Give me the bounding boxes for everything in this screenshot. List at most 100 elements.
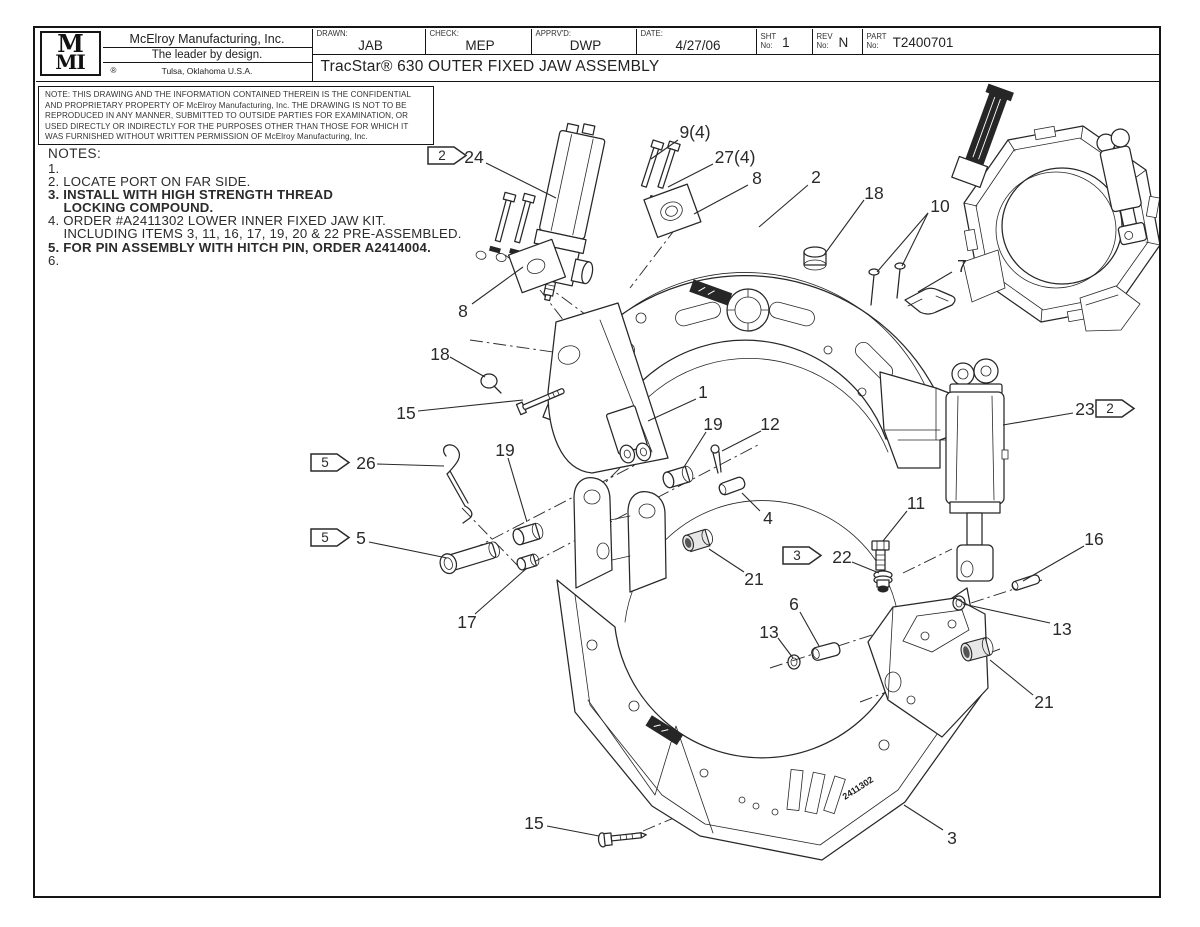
leader-line bbox=[546, 825, 600, 837]
callout-label: 7 bbox=[957, 256, 967, 276]
leader-line bbox=[851, 561, 880, 574]
callout-label: 21 bbox=[1034, 692, 1053, 712]
leader-line bbox=[901, 212, 929, 267]
note-flag bbox=[427, 146, 468, 165]
notes-heading: NOTES: bbox=[48, 146, 102, 161]
logo-letter-bottom: MI bbox=[55, 50, 85, 74]
callout-label: 15 bbox=[396, 403, 415, 423]
leader-line bbox=[1022, 545, 1085, 582]
confidentiality-note: NOTE: THIS DRAWING AND THE INFORMATION C… bbox=[38, 86, 434, 145]
notes-block: NOTES: 1.2. LOCATE PORT ON FAR SIDE.3. I… bbox=[48, 146, 462, 267]
pin-6 bbox=[811, 642, 841, 661]
note-flag bbox=[782, 546, 823, 565]
note-line: 5. FOR PIN ASSEMBLY WITH HITCH PIN, ORDE… bbox=[48, 239, 431, 255]
callout-label: 27(4) bbox=[715, 147, 756, 167]
screw-15-bottom bbox=[597, 832, 647, 848]
pivot-block-8-right bbox=[643, 183, 702, 239]
leader-line bbox=[903, 804, 944, 831]
callout-label: 11 bbox=[907, 493, 925, 513]
leader-line bbox=[777, 637, 794, 659]
leader-line bbox=[882, 510, 908, 542]
leader-line bbox=[758, 184, 809, 228]
pin-16 bbox=[1011, 574, 1041, 591]
pin-15-top bbox=[515, 388, 565, 416]
installed-cylinder-dark bbox=[951, 83, 1014, 189]
callout-label: 4 bbox=[763, 508, 773, 528]
hitch-pin-26 bbox=[443, 444, 473, 524]
logo-letter-top: M bbox=[57, 29, 84, 58]
field-apprvd: APPRV'D:DWP bbox=[532, 28, 637, 54]
clamp-plate-7 bbox=[904, 287, 956, 315]
clevis-link-1 bbox=[605, 405, 652, 464]
company-cell: McElroy Manufacturing, Inc. The leader b… bbox=[102, 28, 313, 82]
field-check: CHECK:MEP bbox=[426, 28, 532, 54]
callout-label: 12 bbox=[760, 414, 779, 434]
bolts-9 bbox=[640, 139, 681, 189]
callout-label: 16 bbox=[1084, 529, 1103, 549]
leader-line bbox=[962, 603, 1051, 624]
o-ring-13-right bbox=[952, 595, 966, 611]
callout-label: 17 bbox=[457, 612, 476, 632]
leader-line bbox=[507, 457, 528, 523]
mcelroy-logo: M MI bbox=[39, 29, 101, 76]
leader-line bbox=[721, 430, 762, 452]
brand-band-upper bbox=[689, 279, 733, 306]
bushing-19-b bbox=[512, 522, 544, 546]
brand-band-lower bbox=[645, 715, 684, 746]
note-flag bbox=[1095, 399, 1136, 418]
leader-line bbox=[693, 184, 749, 215]
note-line: 3. INSTALL WITH HIGH STRENGTH THREAD bbox=[48, 187, 334, 203]
leader-line bbox=[368, 541, 448, 559]
callout-label: 13 bbox=[759, 622, 778, 642]
callout-label: 15 bbox=[524, 813, 543, 833]
callout-label: 1 bbox=[698, 382, 708, 402]
callout-label: 18 bbox=[864, 183, 883, 203]
note-line: 4. ORDER #A2411302 LOWER INNER FIXED JAW… bbox=[48, 213, 387, 229]
callout-label: 19 bbox=[703, 414, 722, 434]
field-date: DATE:4/27/06 bbox=[637, 28, 757, 54]
clevis-pin-5 bbox=[439, 541, 500, 575]
drawing-title: TracStar® 630 OUTER FIXED JAW ASSEMBLY bbox=[320, 58, 660, 75]
company-location: Tulsa, Oklahoma U.S.A. bbox=[161, 65, 253, 76]
note-line: INCLUDING ITEMS 3, 11, 16, 17, 19, 20 & … bbox=[48, 226, 462, 242]
bolt-18-left bbox=[480, 373, 502, 394]
callout-label: 24 bbox=[464, 147, 484, 167]
note-line: LOCKING COMPOUND. bbox=[48, 200, 214, 216]
callout-label: 26 bbox=[356, 453, 375, 473]
bushing-21-left bbox=[682, 528, 713, 553]
callout-label: 18 bbox=[430, 344, 449, 364]
leader-line bbox=[667, 163, 714, 188]
leader-line bbox=[485, 162, 557, 199]
leader-line bbox=[647, 398, 697, 422]
callout-label: 6 bbox=[789, 594, 799, 614]
bushing-17 bbox=[516, 553, 540, 571]
callout-label: 3 bbox=[947, 828, 957, 848]
note-flag-number: 5 bbox=[321, 530, 329, 545]
leader-line bbox=[741, 492, 761, 512]
leader-line bbox=[799, 611, 820, 647]
company-location-row: ® Tulsa, Oklahoma U.S.A. bbox=[103, 63, 312, 80]
assembled-jaw-ring-view bbox=[951, 83, 1161, 332]
company-tagline: The leader by design. bbox=[102, 48, 312, 63]
callout-label: 8 bbox=[752, 168, 762, 188]
note-flag-number: 2 bbox=[1106, 401, 1114, 416]
leader-line bbox=[708, 548, 745, 573]
leader-line bbox=[823, 199, 865, 256]
note-flag-number: 3 bbox=[793, 548, 801, 563]
leader-line bbox=[417, 399, 524, 412]
leader-line bbox=[471, 266, 524, 305]
leader-lines bbox=[368, 139, 1085, 837]
leader-line bbox=[876, 212, 929, 273]
bolts-near-24 bbox=[475, 191, 536, 262]
leader-line bbox=[683, 431, 707, 468]
leader-line bbox=[1002, 412, 1074, 426]
leader-line bbox=[989, 659, 1034, 696]
leader-line bbox=[917, 271, 953, 293]
